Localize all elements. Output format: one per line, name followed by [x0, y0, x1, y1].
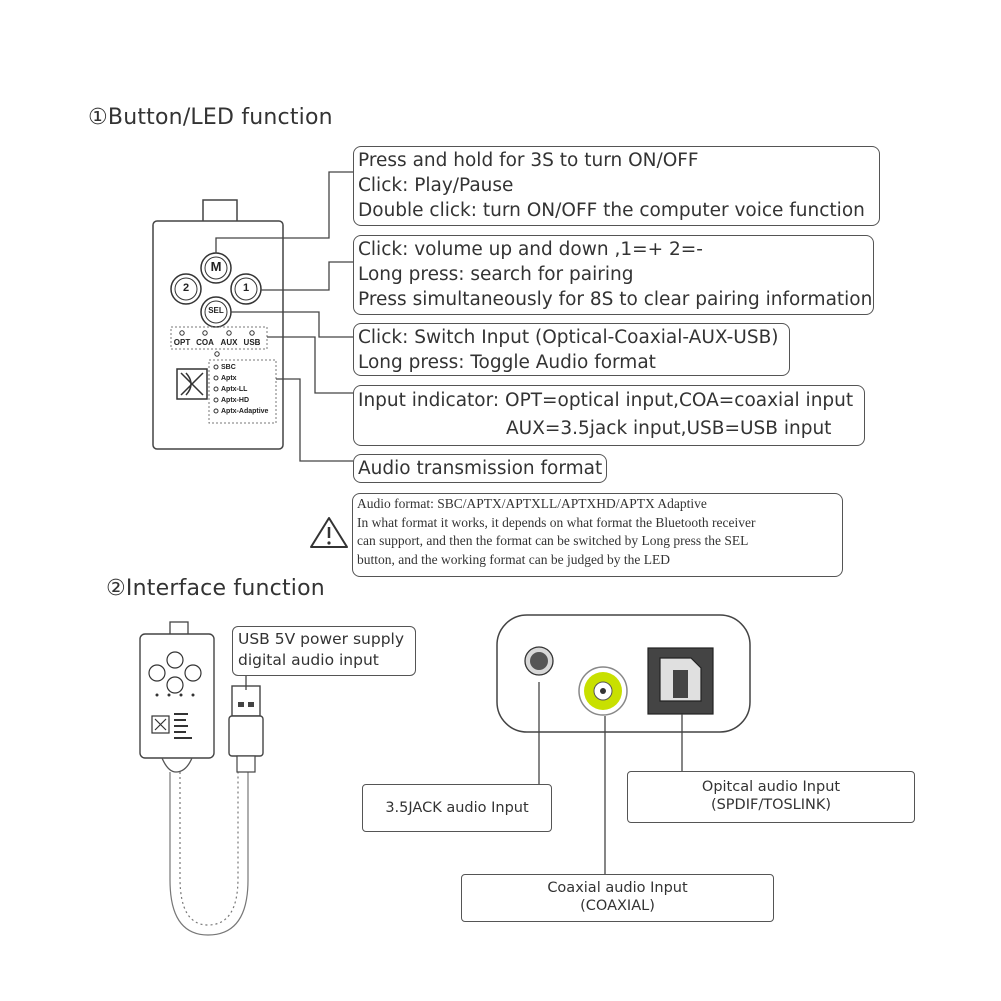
- input-label-usb: USB: [243, 338, 261, 347]
- led-aux: [226, 330, 232, 336]
- jack-label-box: 3.5JACK audio Input: [362, 784, 552, 832]
- button-2-shape: [170, 273, 202, 305]
- format-label-aptx: Aptx: [221, 375, 237, 382]
- input-led-group: [170, 326, 268, 350]
- usb-plug-head: [231, 685, 261, 717]
- button-m-shape: [200, 252, 232, 284]
- led-extra: [214, 351, 220, 357]
- button-1-label: 1: [242, 282, 250, 294]
- format-label-aptx-hd: Aptx-HD: [221, 397, 249, 404]
- input-label-coa: COA: [196, 338, 214, 347]
- format-list: SBC Aptx Aptx-LL Aptx-HD Aptx-Adaptive: [221, 362, 268, 417]
- section-1-title: ①Button/LED function: [88, 105, 333, 130]
- usb-plug-body: [228, 715, 264, 757]
- format-label-aptx-ll: Aptx-LL: [221, 386, 248, 393]
- led-usb: [249, 330, 255, 336]
- callout-volume-buttons: Click: volume up and down ,1=+ 2=- Long …: [353, 235, 874, 315]
- button-2-label: 2: [182, 282, 190, 294]
- warning-icon: [310, 517, 348, 548]
- format-label-sbc: SBC: [221, 364, 236, 371]
- usb-label-box: USB 5V power supply digital audio input: [232, 626, 416, 676]
- section-2-title: ②Interface function: [106, 576, 325, 601]
- callout-sel-button: Click: Switch Input (Optical-Coaxial-AUX…: [353, 323, 790, 376]
- callout-format-indicator: Audio transmission format: [353, 454, 607, 483]
- button-sel-label: SEL: [208, 306, 224, 315]
- button-1-shape: [230, 273, 262, 305]
- callout-m-button: Press and hold for 3S to turn ON/OFF Cli…: [353, 146, 880, 226]
- connector-lines: [215, 171, 353, 462]
- input-label-opt: OPT: [173, 338, 191, 347]
- led-opt: [179, 330, 185, 336]
- format-led-group: [208, 359, 277, 424]
- optical-label-box: Opitcal audio Input (SPDIF/TOSLINK): [627, 771, 915, 823]
- input-label-aux: AUX: [220, 338, 238, 347]
- format-label-aptx-adaptive: Aptx-Adaptive: [221, 408, 269, 415]
- coax-label-box: Coaxial audio Input (COAXIAL): [461, 874, 774, 922]
- callout-input-indicator: Input indicator: OPT=optical input,COA=c…: [353, 385, 865, 446]
- port-connector-lines: [538, 682, 683, 874]
- button-sel-shape: [200, 296, 232, 328]
- button-m-label: M: [210, 259, 222, 274]
- note-box: Audio format: SBC/APTX/APTXLL/APTXHD/APT…: [352, 493, 843, 577]
- led-coa: [202, 330, 208, 336]
- bt-logo-mark: [180, 372, 204, 396]
